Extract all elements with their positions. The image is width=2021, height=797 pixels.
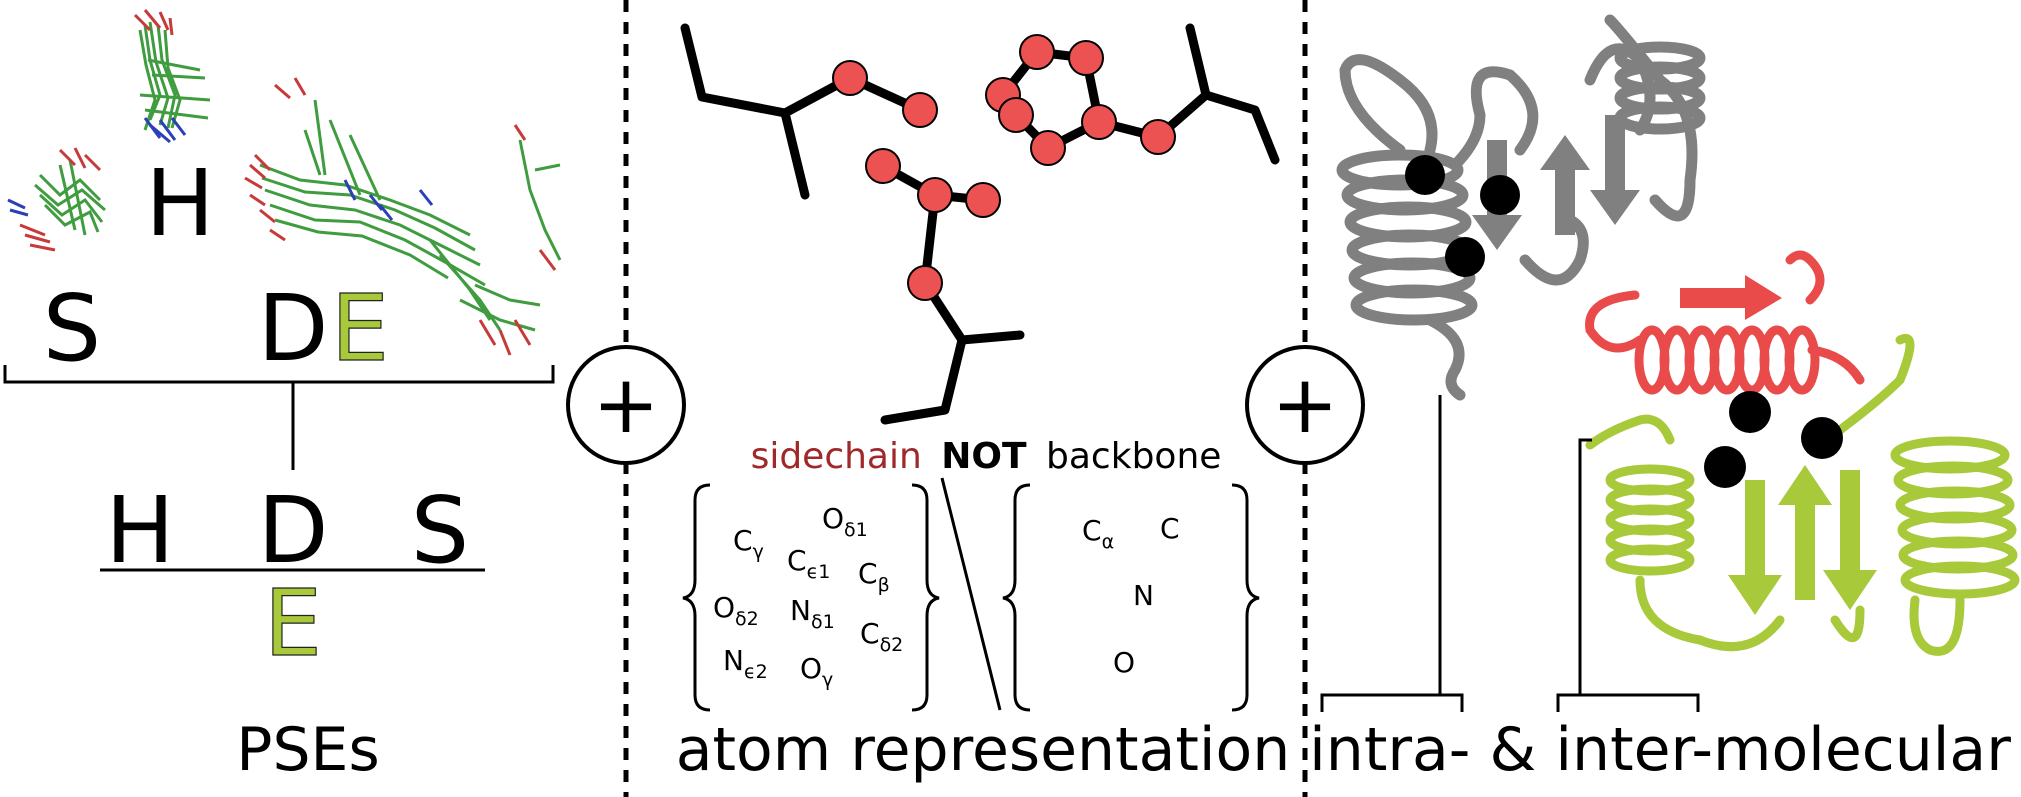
bracket-tree [3,365,555,572]
letter-h-bottom: H [105,477,174,584]
protein-gray [1336,14,1706,401]
heading-not: NOT [941,436,1027,477]
plus-circle-left: + [566,345,686,465]
atom-label: Cβ [858,557,890,596]
letter-d-top: D [258,275,329,382]
panel3-brackets [1320,395,1700,712]
molecule-bonds [680,23,1280,425]
caption-pses: PSEs [236,715,379,785]
atom-label: N [1133,579,1154,612]
atom-label: Oγ [800,652,833,691]
protein-green-strands [1728,465,1877,615]
panel-intra-inter: intra- & inter-molecular [1309,14,2020,785]
plus-circle-right: + [1245,345,1365,465]
atom-label: O [1113,646,1135,679]
heading-sidechain: sidechain [751,436,922,477]
contact-markers-inter [1704,391,1843,488]
letter-s-bottom: S [411,477,469,584]
letter-e-bottom: E [264,570,322,677]
panel-pses: H S D E H D S E PSEs [3,9,562,785]
plus-sign-right: + [1271,358,1338,451]
caption-intra-inter: intra- & inter-molecular [1309,715,2011,785]
letter-d-bottom: D [258,477,329,584]
atom-label: Cδ2 [860,617,903,656]
atom-label: Oδ1 [822,502,868,541]
caption-atom-representation: atom representation [676,715,1291,785]
atom-label: Cγ [733,524,764,563]
stick-ensemble-s [7,147,106,252]
atom-heading: sidechain NOT backbone [751,436,1222,477]
molecule-atoms [832,34,1176,301]
protein-green [1585,334,2020,656]
heading-backbone: backbone [1046,436,1221,477]
atom-label: Nδ1 [790,594,835,633]
atom-label: Oδ2 [713,591,759,630]
protein-red [1585,250,1865,395]
atom-label: Cα [1082,514,1114,553]
atom-label: Cϵ1 [787,544,830,583]
contact-markers-intra [1405,155,1520,277]
stick-ensemble-de [244,77,562,356]
atom-label: C [1160,512,1180,545]
panel-atom-representation: sidechain NOT backbone Oδ1 Cγ Cϵ1 Cβ Oδ2… [676,23,1291,785]
sidechain-atom-labels: Oδ1 Cγ Cϵ1 Cβ Oδ2 Nδ1 Cδ2 Nϵ2 Oγ [713,502,903,691]
plus-sign-left: + [592,358,659,451]
backbone-atom-labels: Cα C N O [1082,512,1180,679]
stick-ensemble-h [133,9,211,144]
atom-label: Nϵ2 [723,644,768,683]
protein-red-strand [1680,275,1782,320]
set-braces [682,477,1260,712]
letter-s-top: S [43,275,101,382]
letter-e-top: E [331,275,389,382]
letter-h-top: H [145,150,214,257]
